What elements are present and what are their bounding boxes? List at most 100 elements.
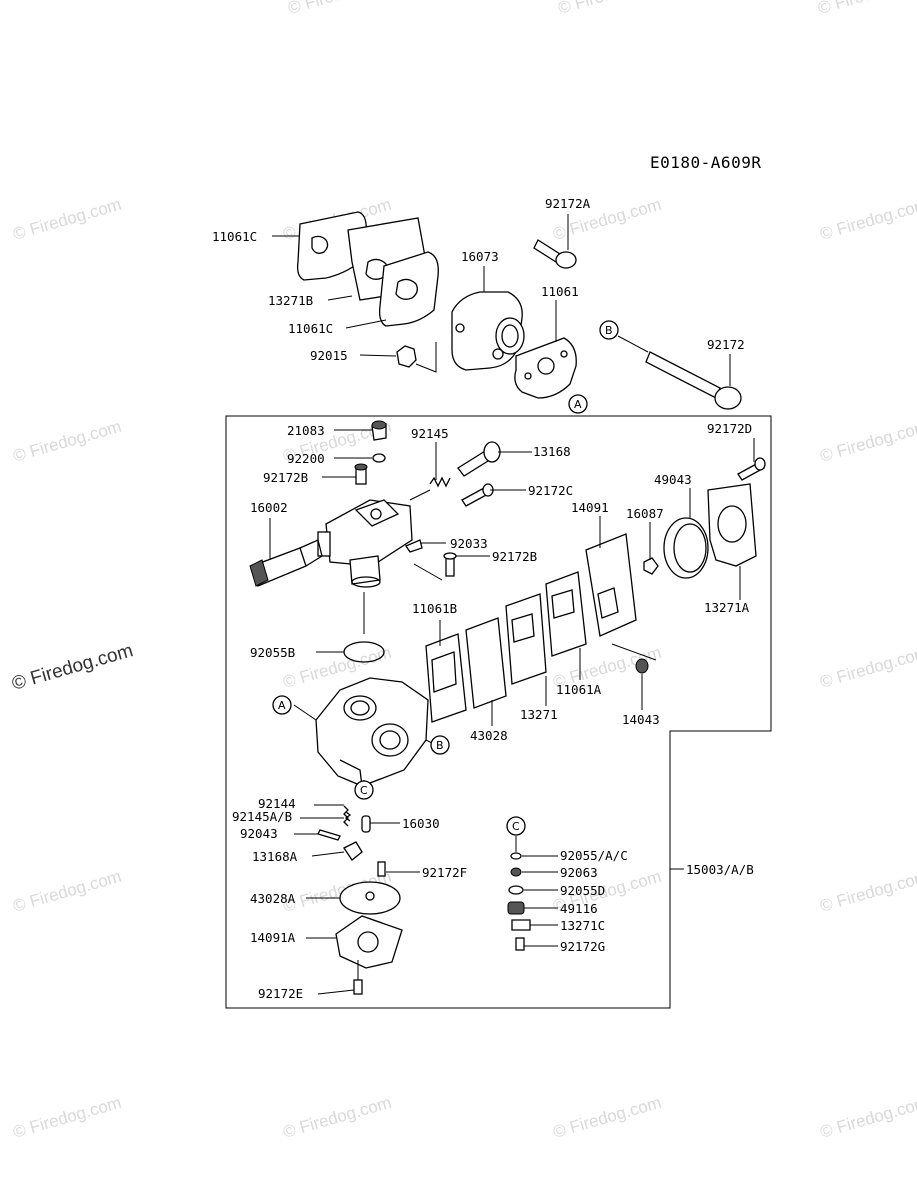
gasket-hole [717, 505, 747, 543]
oring-92055d [508, 885, 524, 895]
needle-16030 [361, 815, 371, 833]
diagram-code: E0180-A609R [650, 153, 761, 172]
leader [415, 342, 437, 373]
gasket-hole [311, 235, 329, 254]
label-11061c: 11061C [288, 321, 333, 336]
spring-92144 [343, 805, 349, 827]
label-13271: 13271 [520, 707, 558, 722]
label-92172a: 92172A [545, 196, 591, 211]
pin-92043 [317, 829, 341, 841]
nut-92015-body [396, 345, 417, 368]
nut-92015 [396, 342, 437, 373]
diaphragm-center [365, 891, 375, 901]
label-14091: 14091 [571, 500, 609, 515]
watermark: © Firedog.com [281, 1093, 394, 1142]
label-92172b: 92172B [492, 549, 537, 564]
watermark: © Firedog.com [11, 195, 124, 244]
leader [617, 335, 649, 353]
screw-21083-head [371, 420, 387, 430]
label-21083: 21083 [287, 423, 325, 438]
screw-head [354, 463, 368, 471]
main-body-venturi [343, 695, 377, 721]
callouts: A B A B C C [272, 320, 619, 836]
label-16002: 16002 [250, 500, 288, 515]
cover-outer [663, 517, 709, 579]
leader [311, 851, 345, 857]
label-15003ab: 15003/A/B [686, 862, 754, 877]
screw-21083 [371, 420, 387, 441]
bolt-head [714, 386, 742, 410]
watermark: © Firedog.com [818, 417, 917, 466]
leader [327, 295, 353, 301]
label-13271b: 13271B [268, 293, 313, 308]
label-43028a: 43028A [250, 891, 296, 906]
callout-b-label: B [605, 324, 613, 337]
label-92172d: 92172D [707, 421, 752, 436]
pump-plate-valve [597, 587, 619, 619]
gasket-window [431, 651, 457, 693]
gasket-stack [296, 211, 439, 327]
label-13271c: 13271C [560, 918, 605, 933]
main-body-venturi-inner [350, 700, 370, 716]
label-13168a: 13168A [252, 849, 298, 864]
gasket-11061-body [514, 337, 577, 399]
label-92055ac: 92055/A/C [560, 848, 628, 863]
lever-13168a [343, 841, 363, 861]
insulator-bore-inner [501, 324, 519, 348]
callout-c-body [354, 780, 374, 800]
adjust-screw-knob [249, 559, 269, 587]
leader-lines [269, 214, 755, 995]
screw-92172d [737, 457, 766, 481]
nut-body [643, 557, 659, 575]
main-body-chamber-inner [379, 730, 401, 750]
label-16030: 16030 [402, 816, 440, 831]
cover-inner [673, 523, 707, 573]
label-13271a: 13271A [704, 600, 750, 615]
watermark: © Firedog.com [11, 867, 124, 916]
nut-16087 [643, 557, 659, 575]
gasket-43028 [465, 617, 507, 709]
watermark: © Firedog.com [11, 1093, 124, 1142]
spring-92145ab [344, 811, 352, 822]
insulator-boss [492, 348, 504, 360]
carb-main-body [315, 677, 429, 787]
label-16087: 16087 [626, 506, 664, 521]
gasket-11061b [425, 633, 467, 723]
label-92055b: 92055B [250, 645, 295, 660]
ball-92063 [510, 867, 522, 877]
callout-a-body [272, 695, 292, 715]
bolt-92172 [617, 335, 742, 410]
main-body-chamber [371, 723, 409, 757]
watermark: © Firedog.com [818, 195, 917, 244]
watermark: © Firedog.com [818, 643, 917, 692]
adjust-screw-tip [299, 539, 323, 567]
watermark: © Firedog.com [286, 0, 399, 18]
label-14043: 14043 [622, 712, 660, 727]
gasket-13271a-body [707, 483, 757, 567]
label-92172e: 92172E [258, 986, 303, 1001]
label-92055d: 92055D [560, 883, 605, 898]
leader [409, 489, 431, 501]
label-11061: 11061 [541, 284, 579, 299]
label-92172: 92172 [707, 337, 745, 352]
leader [293, 704, 317, 721]
gasket-hole [395, 278, 418, 300]
gasket-hole [537, 357, 555, 375]
gasket-hole [560, 350, 568, 358]
diaphragm-window [511, 613, 535, 643]
diaphragm-43028a [339, 881, 401, 915]
clip-92033 [405, 539, 423, 553]
gasket-hole [524, 372, 532, 380]
callout-b-top [599, 320, 619, 340]
diaphragm-stack [425, 533, 637, 723]
watermarks: © Firedog.com © Firedog.com © Firedog.co… [10, 0, 917, 1142]
spring-coils [429, 476, 451, 488]
callout-c-label: C [512, 820, 520, 833]
callout-a-label: A [278, 699, 286, 712]
insulator-bore [495, 317, 525, 355]
leader [317, 989, 355, 995]
label-92144: 92144 [258, 796, 296, 811]
screw-92172a [533, 239, 577, 269]
oring-92055ac [510, 852, 522, 860]
